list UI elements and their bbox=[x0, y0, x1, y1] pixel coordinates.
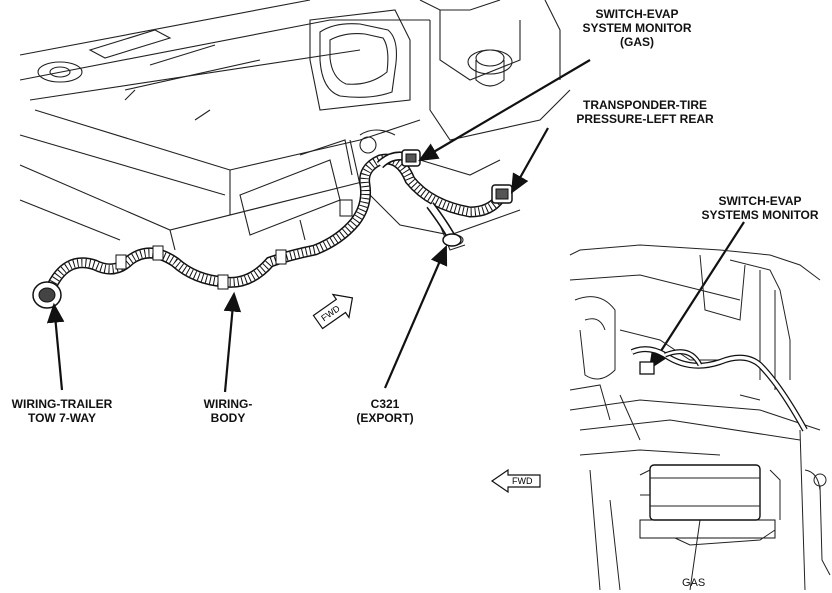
label-c321-export: C321 (EXPORT) bbox=[356, 397, 414, 425]
fwd-arrow-inset: FWD bbox=[490, 468, 541, 494]
label-switch-evap-systems-monitor: SWITCH-EVAP SYSTEMS MONITOR bbox=[701, 194, 819, 222]
fwd-arrow-main: FWD bbox=[312, 293, 354, 330]
label-wiring-trailer-tow: WIRING-TRAILER TOW 7-WAY bbox=[11, 397, 113, 425]
label-wiring-body: WIRING- BODY bbox=[203, 397, 253, 425]
inset-view bbox=[569, 244, 831, 591]
inset-caption: GAS bbox=[682, 577, 706, 589]
fwd-inset-text: FWD bbox=[512, 476, 533, 486]
c321-connector bbox=[442, 233, 462, 247]
label-switch-evap-system-monitor-gas: SWITCH-EVAP SYSTEM MONITOR (GAS) bbox=[582, 7, 692, 49]
transponder-connector bbox=[491, 184, 513, 204]
inset-harness bbox=[630, 346, 808, 432]
trailer-tow-connector bbox=[32, 281, 62, 309]
inset-evap-connector bbox=[639, 361, 655, 375]
evap-switch-connector bbox=[401, 149, 421, 167]
label-transponder-tire-pressure: TRANSPONDER-TIRE PRESSURE-LEFT REAR bbox=[576, 98, 714, 126]
vehicle-floor-structure bbox=[19, 0, 571, 251]
wiring-harness bbox=[44, 151, 505, 293]
